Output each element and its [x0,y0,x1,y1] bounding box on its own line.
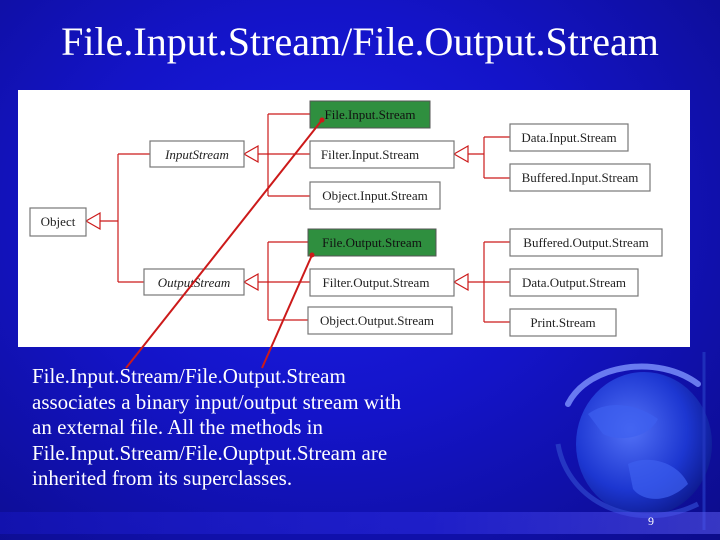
class-label-bufferedinputstream: Buffered.Input.Stream [522,170,639,185]
body-line: File.Input.Stream/File.Output.Stream [32,364,346,388]
page-number: 9 [648,514,654,528]
class-label-filteroutputstream: Filter.Output.Stream [323,275,430,290]
globe-icon [555,352,712,530]
class-box-inputstream: InputStream [149,140,245,168]
class-label-filterinputstream: Filter.Input.Stream [321,147,419,162]
class-box-printstream: Print.Stream [509,308,617,337]
class-box-bufferedoutputstream: Buffered.Output.Stream [509,228,663,257]
class-label-bufferedoutputstream: Buffered.Output.Stream [523,235,648,250]
class-box-bufferedinputstream: Buffered.Input.Stream [509,163,651,192]
class-box-objectoutputstream: Object.Output.Stream [307,306,453,335]
body-line: an external file. All the methods in [32,415,324,439]
slide-title: File.Input.Stream/File.Output.Stream [61,19,659,64]
class-box-dataoutputstream: Data.Output.Stream [509,268,639,297]
class-box-fileoutputstream: File.Output.Stream [307,228,437,257]
body-line: associates a binary input/output stream … [32,389,402,414]
body-text: File.Input.Stream/File.Output.Stream ass… [32,364,492,492]
class-label-printstream: Print.Stream [530,315,595,330]
class-label-object: Object [41,214,76,229]
class-label-dataoutputstream: Data.Output.Stream [522,275,626,290]
class-box-fileinputstream: File.Input.Stream [309,100,431,129]
class-label-objectinputstream: Object.Input.Stream [322,188,427,203]
class-box-datainputstream: Data.Input.Stream [509,123,629,152]
class-label-fileoutputstream: File.Output.Stream [322,235,422,250]
pointer-arrow-fileinputstream [125,117,325,369]
pointer-arrow-fileoutputstream [261,252,315,369]
class-box-objectinputstream: Object.Input.Stream [309,181,441,210]
bottom-bar [0,512,720,534]
class-label-objectoutputstream: Object.Output.Stream [320,313,434,328]
class-box-object: Object [29,207,87,237]
body-line: inherited from its superclasses. [32,466,293,490]
class-label-fileinputstream: File.Input.Stream [325,107,416,122]
class-box-filteroutputstream: Filter.Output.Stream [309,268,455,297]
class-label-inputstream: InputStream [164,147,229,162]
class-box-filterinputstream: Filter.Input.Stream [309,140,455,169]
class-label-datainputstream: Data.Input.Stream [521,130,616,145]
body-line: File.Input.Stream/File.Ouptput.Stream ar… [32,440,388,465]
